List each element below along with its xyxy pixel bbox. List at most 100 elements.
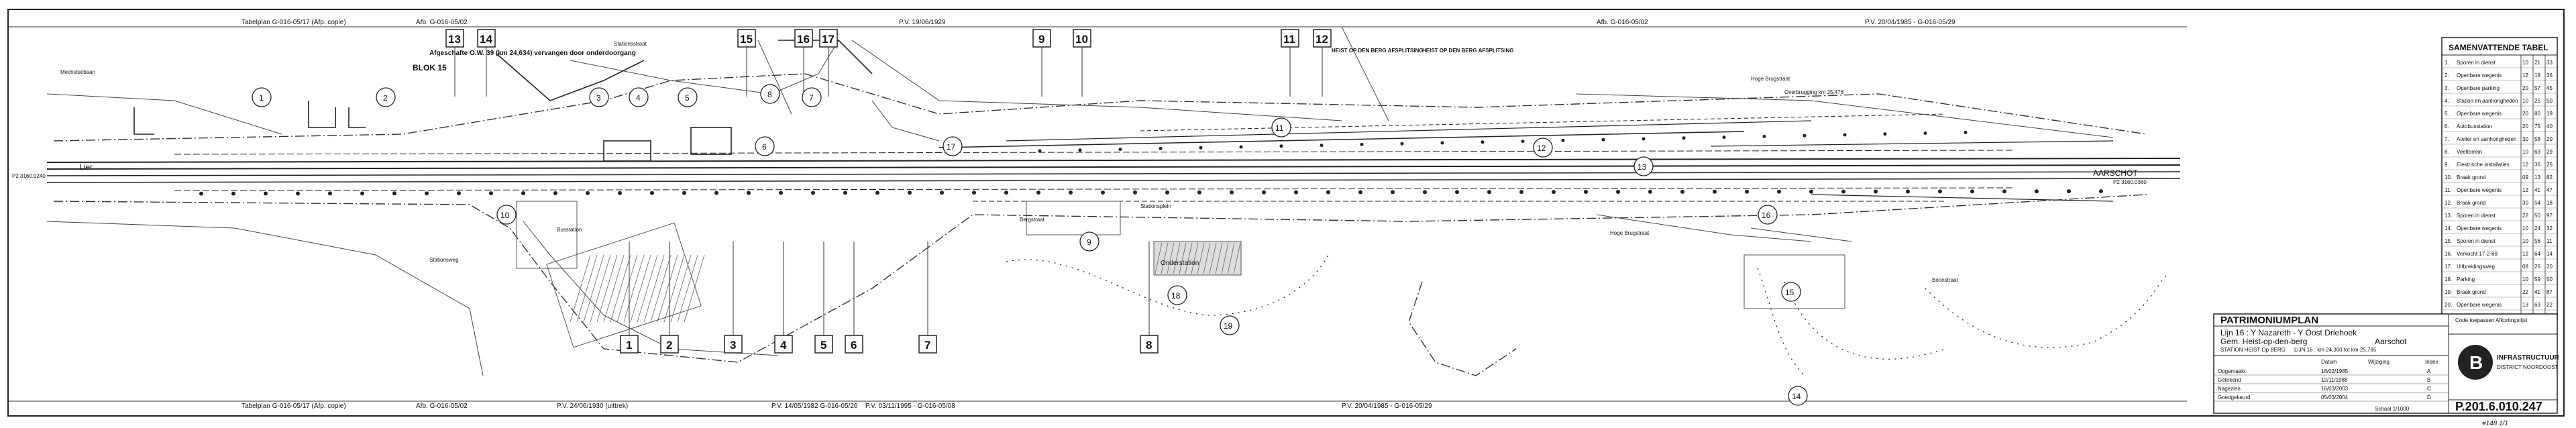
summary-cell: 10 xyxy=(2522,98,2528,104)
catenary-post xyxy=(940,191,944,195)
summary-cell: 45 xyxy=(2546,85,2553,91)
catenary-post xyxy=(521,191,525,196)
summary-cell: Braak grond xyxy=(2457,174,2486,180)
hatch-line xyxy=(603,254,625,323)
catenary-post xyxy=(360,191,364,196)
summary-cell: 56 xyxy=(2534,238,2540,244)
sncb-logo xyxy=(2458,345,2493,380)
top-box-9: 9 xyxy=(1032,29,1051,97)
bottom-ref-pv1: P.V. 24/06/1930 (uittrek) xyxy=(557,403,628,410)
summary-cell: 11 xyxy=(2546,238,2553,244)
parcel-circle-6: 6 xyxy=(755,136,775,156)
label-lier: Lier xyxy=(79,162,93,172)
summary-cell: Openbare wegenis xyxy=(2457,111,2502,117)
parcel-circle-label: 14 xyxy=(1792,392,1801,401)
summary-cell: 63 xyxy=(2534,302,2540,308)
parcel-circle-12: 12 xyxy=(1533,138,1553,158)
title-row-index: A xyxy=(2427,368,2431,374)
catenary-post xyxy=(1358,190,1362,195)
catenary-post xyxy=(2035,189,2039,194)
hatch-line xyxy=(657,254,678,323)
hatch-line xyxy=(1209,242,1217,274)
summary-cell: 10 xyxy=(2522,225,2528,231)
catenary-post xyxy=(1841,189,1845,194)
summary-cell: 80 xyxy=(2534,111,2540,117)
summary-cell: 22 xyxy=(2522,289,2528,295)
summary-cell: 20 xyxy=(2522,123,2528,129)
top-box-10: 10 xyxy=(1073,29,1091,97)
hatch-line xyxy=(1191,242,1199,274)
summary-cell: Openbare wegenis xyxy=(2457,225,2502,231)
catenary-post xyxy=(682,191,686,195)
label-stationsstraat: Stationsstraat xyxy=(614,41,647,47)
summary-cell: Verkocht 17-2-89 xyxy=(2457,251,2498,257)
parcel-circle-19: 19 xyxy=(1220,315,1240,335)
label-bergstraat: Bergstraat xyxy=(1020,217,1045,223)
summary-cell: 20 xyxy=(2522,111,2528,117)
hatch-line xyxy=(570,254,591,323)
summary-cell: 26 xyxy=(2534,264,2540,270)
label-onderstation: Onderstation xyxy=(1161,260,1199,267)
catenary-post xyxy=(1197,190,1201,195)
label-km-left: P2 3160,0240 xyxy=(12,173,46,179)
summary-cell: 33 xyxy=(2546,60,2553,66)
summary-cell: 36 xyxy=(2534,162,2540,168)
summary-cell: 12 xyxy=(2522,162,2528,168)
title-row-index: B xyxy=(2427,377,2430,383)
summary-cell: 41 xyxy=(2534,187,2540,193)
sncb-logo-letter: B xyxy=(2469,352,2483,373)
hatch-line xyxy=(1215,242,1223,274)
catenary-post xyxy=(1616,189,1620,194)
parcel-circle-label: 19 xyxy=(1224,321,1233,331)
summary-cell: 29 xyxy=(2546,149,2553,155)
summary-cell: 30 xyxy=(2522,136,2528,142)
summary-cell: 12 xyxy=(2522,187,2528,193)
title-row-label: Getekend xyxy=(2218,377,2241,383)
summary-cell: 15. xyxy=(2445,238,2452,244)
summary-cell: 12 xyxy=(2522,251,2528,257)
hatch-line xyxy=(1179,242,1187,274)
catenary-post xyxy=(618,191,622,195)
catenary-post xyxy=(1279,144,1283,148)
parcel-circle-label: 7 xyxy=(809,93,814,103)
catenary-post xyxy=(1004,191,1008,195)
summary-cell: 19 xyxy=(2546,111,2553,117)
summary-cell: 20 xyxy=(2546,264,2553,270)
roads xyxy=(46,26,2114,376)
summary-cell: Openbare wegenis xyxy=(2457,72,2502,78)
summary-cell: 13 xyxy=(2522,302,2528,308)
summary-cell: 12 xyxy=(2522,72,2528,78)
catenary-post xyxy=(489,191,493,196)
catenary-post xyxy=(1230,190,1234,195)
top-box-16: 16 xyxy=(794,29,813,97)
catenary-post xyxy=(264,191,268,196)
hatch-line xyxy=(583,254,604,323)
hatch-line xyxy=(1155,242,1163,274)
summary-cell: 25 xyxy=(2546,162,2553,168)
title-org: INFRASTRUCTUUR xyxy=(2497,354,2560,362)
title-line: Lijn 16 : Y Nazareth - Y Oost Driehoek xyxy=(2220,328,2357,337)
summary-cell: Atelier en aanhorigheden xyxy=(2457,136,2516,142)
catenary-post xyxy=(1036,191,1040,195)
catenary-post xyxy=(1584,190,1588,195)
top-box-label: 17 xyxy=(822,33,835,46)
bottom-box-4: 4 xyxy=(774,242,793,354)
summary-cell: 16. xyxy=(2445,251,2452,257)
catenary-post xyxy=(1133,190,1137,195)
title-gemeente: Gem. Heist-op-den-berg xyxy=(2220,337,2307,346)
summary-cell: 09 xyxy=(2522,174,2528,180)
label-mechelsebaan: Mechelsebaan xyxy=(60,69,95,75)
bottom-box-label: 5 xyxy=(820,339,826,352)
summary-cell: 13 xyxy=(2534,174,2540,180)
top-ref-pv-right: P.V. 20/04/1985 - G-016-05/29 xyxy=(1865,19,1955,26)
label-hoge-brug2: Hoge Brugstraat xyxy=(1610,230,1650,236)
label-aarschot: AARSCHOT xyxy=(2093,168,2138,178)
bottom-box-label: 4 xyxy=(780,339,787,352)
